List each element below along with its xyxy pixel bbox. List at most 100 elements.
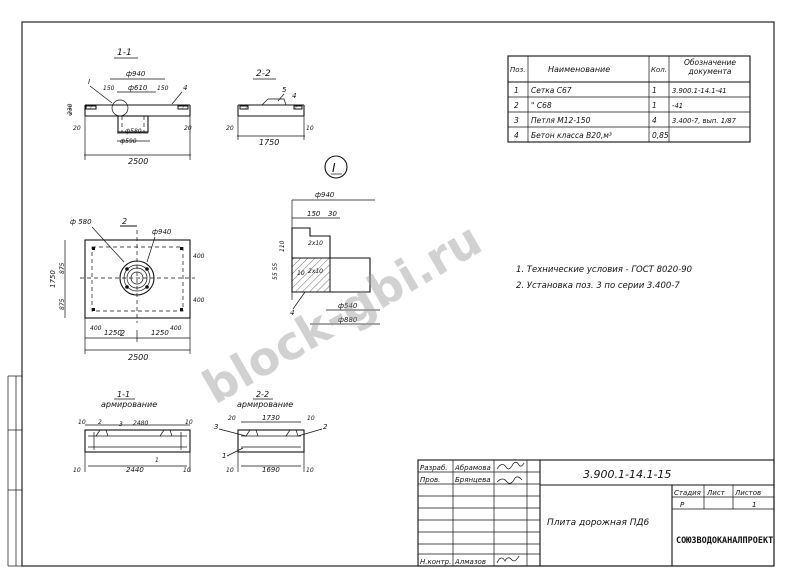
dim-2440: 2440 — [126, 466, 144, 474]
node-I-detail: ф940 150 30 2х10 2х10 10 110 55 55 4 ф54… — [272, 191, 380, 325]
dim-400-c: 400 — [193, 253, 205, 260]
pos-2-arm-2-2: 2 — [323, 423, 328, 431]
stamp-col-sheets: Листов — [734, 489, 761, 497]
spec-cell-r4-c3: 0,85 — [652, 131, 669, 140]
dim-880-node: ф880 — [338, 316, 358, 324]
dim-10-a: 10 — [306, 125, 314, 132]
spec-cell-r4-c1: 4 — [514, 131, 519, 140]
arm-1-1-title: 1-1 — [117, 390, 130, 399]
stamp-role-check: Пров. — [420, 476, 440, 484]
dim-2500-sec: 2500 — [128, 157, 148, 166]
dim-2x10-b: 2х10 — [308, 268, 323, 275]
dim-10-arm-a: 10 — [78, 419, 86, 426]
spec-rows: 1 Сетка С67 1 3.900.1-14.1-41 2 " С68 1 -41 3 Пет… — [514, 86, 737, 140]
section-label-1-1: 1-1 — [117, 48, 132, 58]
section-1-1: 1-1 2500 ф940 ф610 150 150 ф580 ф590 I 4… — [67, 48, 192, 166]
dim-110: 110 — [279, 240, 286, 252]
section-2-2: 2-2 5 4 1750 20 10 — [226, 69, 314, 147]
dim-150-a: 150 — [103, 85, 115, 92]
dim-2x10-a: 2х10 — [308, 240, 323, 247]
dim-10-node: 10 — [297, 270, 305, 277]
pos-1-leader: 1 — [155, 457, 159, 464]
spec-header-qty: Кол. — [651, 66, 667, 74]
dim-1730: 1730 — [262, 414, 280, 422]
arm-2-2-sub: армирование — [237, 400, 293, 409]
dim-20-b: 20 — [184, 125, 192, 132]
pos-I-leader: I — [88, 78, 90, 86]
section-label-2-2: 2-2 — [256, 69, 271, 79]
dim-940-sec: ф940 — [126, 70, 146, 78]
dim-1250-a: 1250 — [104, 329, 122, 337]
dim-580-sec: ф580 — [125, 128, 142, 135]
spec-cell-r2-c4: -41 — [672, 102, 683, 110]
pos-4-leader-a: 4 — [183, 84, 187, 92]
stamp-name-dev: Абрамова — [454, 464, 491, 472]
section-1-1-reinforcement: 1-1 армирование 2480 10 10 2 3 1 2440 10… — [73, 390, 193, 474]
dim-1750-sec: 1750 — [259, 138, 279, 147]
spec-table: Поз. Наименование Кол. Обозначение докум… — [507, 55, 751, 143]
spec-cell-r3-c1: 3 — [514, 116, 519, 125]
spec-cell-r1-c1: 1 — [514, 86, 519, 95]
pos-3-arm-2-2: 3 — [214, 423, 218, 431]
dim-875-b: 875 — [59, 298, 66, 310]
stamp-role-normcontrol: Н.контр. — [420, 558, 451, 566]
dim-20-c: 20 — [226, 125, 234, 132]
dim-20-a: 20 — [73, 125, 81, 132]
dim-10-arm-b: 10 — [185, 419, 193, 426]
stamp-org: СОЮЗВОДОКАНАЛПРОЕКТ — [676, 536, 773, 546]
spec-header-pos: Поз. — [510, 66, 526, 74]
stamp-role-dev: Разраб. — [420, 464, 448, 472]
sheet-frame — [7, 21, 775, 567]
dim-1690: 1690 — [262, 466, 280, 474]
spec-cell-r1-c2: Сетка С67 — [531, 86, 572, 95]
pos-5-leader: 5 — [282, 86, 287, 94]
dim-940-plan: ф940 — [152, 228, 172, 236]
pos-1-arm-2-2: 1 — [222, 452, 226, 460]
dim-400-d: 400 — [193, 297, 205, 304]
spec-cell-r3-c2: Петля М12-150 — [531, 116, 591, 125]
signature-check — [496, 476, 523, 484]
pos-4-leader-c: 4 — [290, 309, 294, 317]
spec-cell-r1-c4: 3.900.1-14.1-41 — [672, 87, 727, 95]
plan-view: 2 2 ф 580 ф940 1250 1250 2500 400 400 17… — [49, 217, 205, 362]
dim-55-55: 55 55 — [272, 263, 279, 280]
stamp-val-sheets: 1 — [752, 501, 756, 509]
signature-dev — [496, 461, 525, 470]
dim-10-arm-g: 10 — [306, 467, 314, 474]
spec-cell-r4-c2: Бетон класса В20,м³ — [531, 131, 612, 140]
dim-540-node: ф540 — [338, 302, 358, 310]
spec-cell-r1-c3: 1 — [652, 86, 657, 95]
section-2-2-reinforcement: 2-2 армирование 1730 20 10 3 2 1 1690 10… — [214, 390, 328, 474]
stamp-name-normcontrol: Алмазов — [454, 558, 486, 566]
note-2: 2. Установка поз. 3 по серии 3.400-7 — [516, 281, 680, 291]
dim-230: 230 — [67, 103, 74, 115]
dim-610-sec: ф610 — [128, 84, 148, 92]
stamp-title: Плита дорожная ПД6 — [547, 518, 650, 528]
section-cut-2-top: 2 — [122, 217, 127, 226]
dim-400-a: 400 — [90, 325, 102, 332]
spec-cell-r3-c3: 4 — [652, 116, 657, 125]
spec-cell-r2-c1: 2 — [514, 101, 519, 110]
pos-2-leader: 2 — [98, 419, 102, 426]
stamp-name-check: Брянцева — [455, 476, 491, 484]
spec-cell-r2-c2: " С68 — [531, 101, 552, 110]
notes: 1. Технические условия - ГОСТ 8020-90 2.… — [516, 265, 692, 291]
dim-10-arm-f: 10 — [226, 467, 234, 474]
spec-cell-r2-c3: 1 — [652, 101, 657, 110]
dim-580-plan: ф 580 — [70, 218, 92, 226]
spec-header-name: Наименование — [548, 65, 610, 74]
dim-400-b: 400 — [170, 325, 182, 332]
watermark: block-gbi.ru — [194, 212, 491, 415]
node-I-label: I — [332, 161, 336, 175]
spec-header-doc: Обозначение документа — [683, 58, 737, 76]
dim-10-arm-e: 10 — [307, 415, 315, 422]
spec-cell-r3-c4: 3.400-7, вып. 1/87 — [672, 117, 737, 125]
dim-2480: 2480 — [133, 420, 148, 427]
dim-590-sec: ф590 — [120, 138, 137, 145]
pos-4-leader-b: 4 — [292, 92, 296, 100]
note-1: 1. Технические условия - ГОСТ 8020-90 — [516, 265, 692, 275]
dim-2500-plan: 2500 — [128, 353, 148, 362]
dim-150-c: 150 — [307, 210, 321, 218]
stamp-col-sheet: Лист — [706, 489, 726, 497]
node-I-marker: I — [324, 155, 348, 179]
